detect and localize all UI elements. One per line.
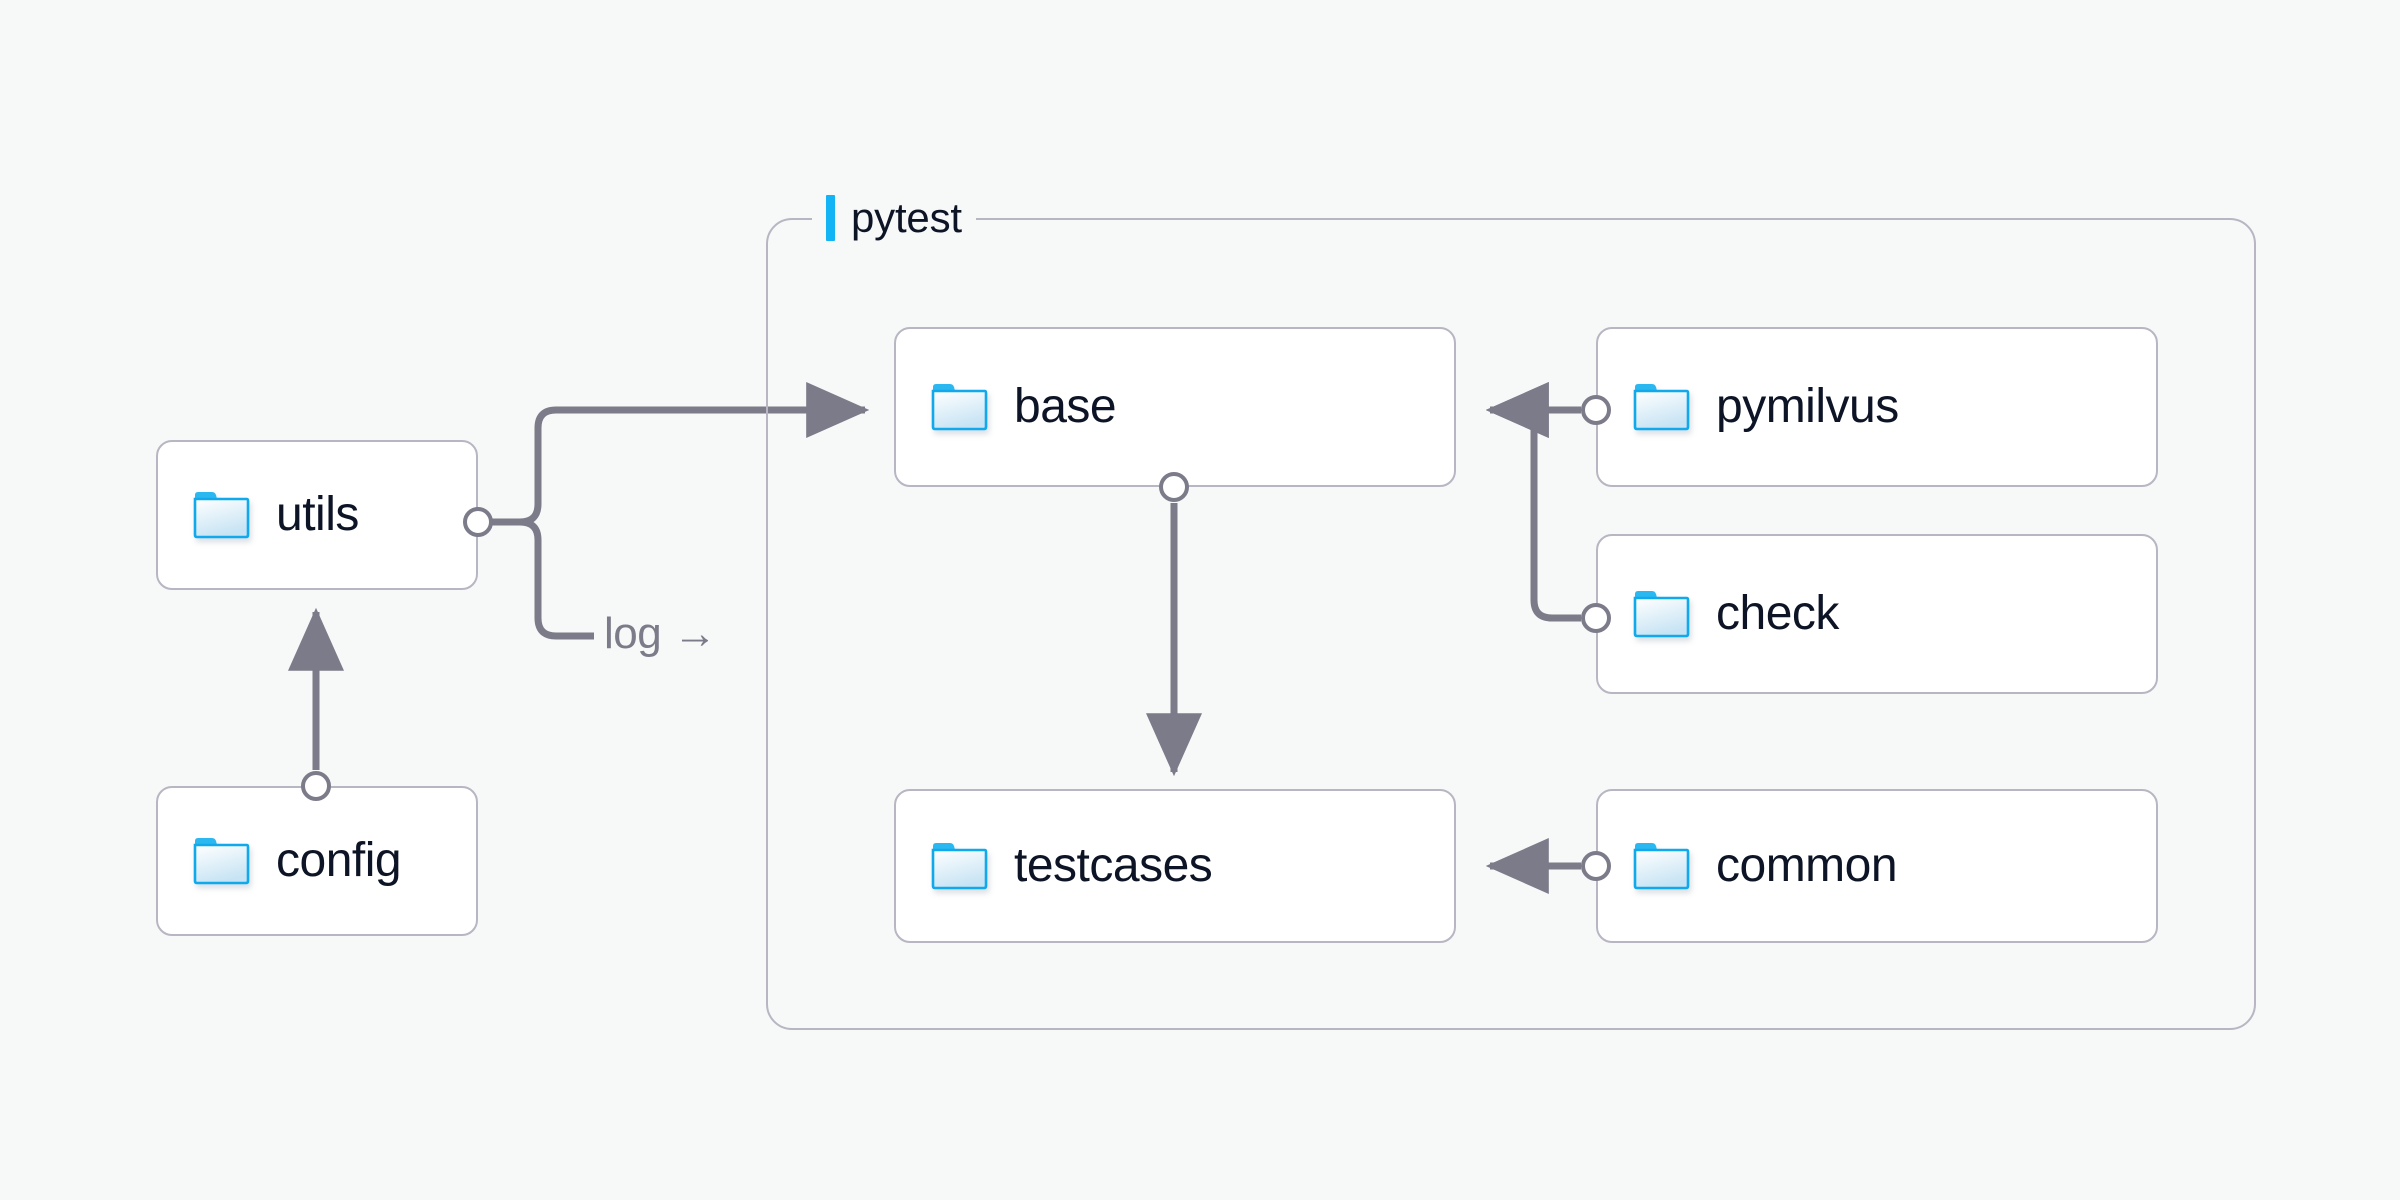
anchor-config-top[interactable] xyxy=(301,771,331,801)
node-common[interactable]: common xyxy=(1596,789,2158,943)
group-label-text: pytest xyxy=(851,194,962,241)
arrow-right-icon: → xyxy=(672,609,717,658)
anchor-check-left[interactable] xyxy=(1581,603,1611,633)
node-config[interactable]: config xyxy=(156,786,478,936)
node-common-label: common xyxy=(1716,839,1898,892)
node-common-content: common xyxy=(1598,839,1898,892)
folder-icon xyxy=(1633,384,1690,431)
node-testcases-content: testcases xyxy=(896,839,1213,892)
node-pymilvus-content: pymilvus xyxy=(1598,382,1899,432)
folder-icon xyxy=(193,492,250,539)
edge-utils-to-log xyxy=(490,518,594,640)
node-config-label: config xyxy=(276,834,402,887)
folder-icon xyxy=(1633,843,1690,890)
node-check-content: check xyxy=(1598,589,1839,639)
node-base-label: base xyxy=(1014,380,1117,433)
node-config-content: config xyxy=(158,834,402,887)
folder-icon xyxy=(1633,591,1690,638)
node-pymilvus[interactable]: pymilvus xyxy=(1596,327,2158,487)
pytest-group-label: pytest xyxy=(812,189,976,247)
node-testcases[interactable]: testcases xyxy=(894,789,1456,943)
node-base-content: base xyxy=(896,380,1117,433)
node-base[interactable]: base xyxy=(894,327,1456,487)
node-check-label: check xyxy=(1716,587,1839,640)
folder-icon xyxy=(193,838,250,885)
folder-icon xyxy=(931,843,988,890)
anchor-base-bottom[interactable] xyxy=(1159,472,1189,502)
edge-label-log-text: log xyxy=(604,609,662,658)
folder-icon xyxy=(931,384,988,431)
edge-label-log: log → xyxy=(604,609,717,658)
node-pymilvus-label: pymilvus xyxy=(1716,380,1899,433)
pytest-group-container[interactable] xyxy=(766,218,2256,1030)
anchor-utils-right[interactable] xyxy=(463,507,493,537)
anchor-pymilvus-left[interactable] xyxy=(1581,395,1611,425)
group-accent-bar xyxy=(826,195,835,241)
node-utils-label: utils xyxy=(276,488,359,541)
node-utils[interactable]: utils xyxy=(156,440,478,590)
node-check[interactable]: check xyxy=(1596,534,2158,694)
node-testcases-label: testcases xyxy=(1014,839,1213,892)
anchor-common-left[interactable] xyxy=(1581,851,1611,881)
node-utils-content: utils xyxy=(158,490,359,540)
